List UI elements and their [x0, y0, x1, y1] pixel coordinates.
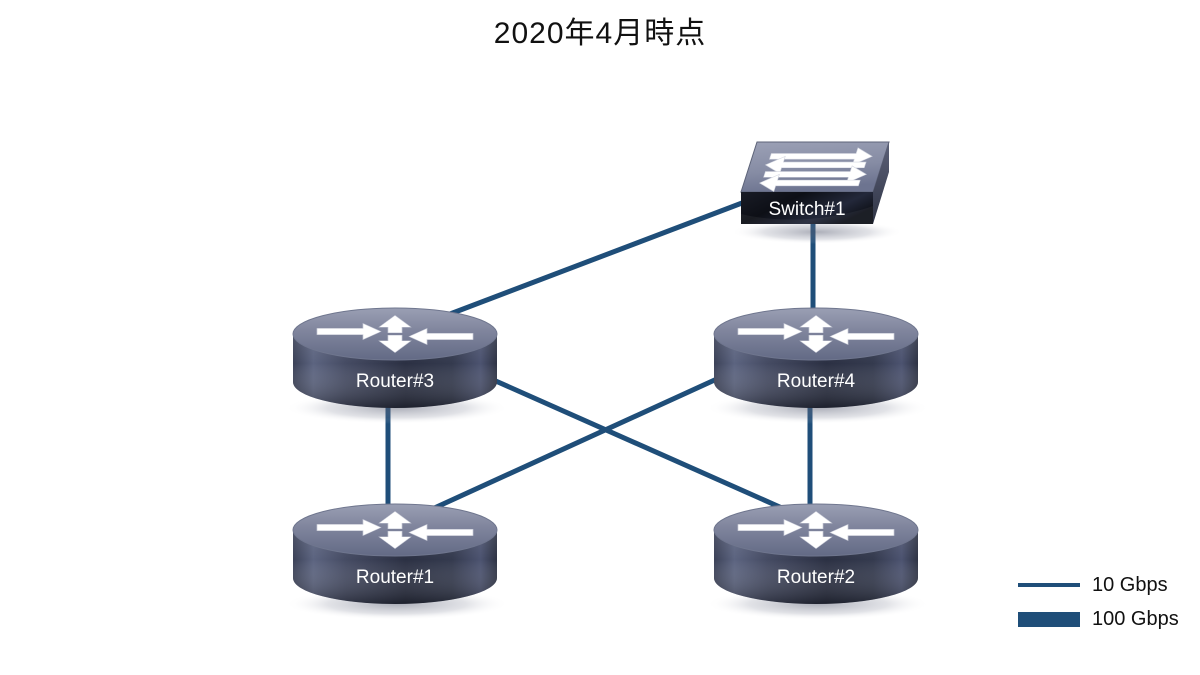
- link-router4-router1: [428, 375, 721, 513]
- legend-swatch-wrap: [1018, 583, 1084, 587]
- node-switch1[interactable]: Switch#1: [731, 141, 903, 244]
- router3-top-face: [292, 307, 498, 361]
- link-switch1-router3: [449, 200, 743, 317]
- router4-label: Router#4: [777, 371, 856, 392]
- switch1-front-sheen: [741, 206, 873, 224]
- switch1-shadow: [731, 220, 903, 244]
- legend-item-10gbps: 10 Gbps: [1018, 568, 1200, 602]
- switch1-side-face: [873, 142, 889, 224]
- switch1-front-face: [741, 192, 873, 224]
- node-router3[interactable]: Router#3: [285, 307, 509, 424]
- router2-label: Router#2: [777, 567, 855, 588]
- legend-label-10gbps: 10 Gbps: [1092, 573, 1168, 596]
- switch1-label: Switch#1: [768, 199, 845, 220]
- legend: 10 Gbps 100 Gbps: [1018, 568, 1200, 636]
- router4-top-face: [713, 307, 919, 361]
- page-title: 2020年4月時点: [493, 17, 707, 50]
- legend-line-swatch-thick: [1018, 611, 1080, 627]
- link-router3-router2: [487, 375, 784, 511]
- legend-item-100gbps: 100 Gbps: [1018, 602, 1200, 636]
- router1-label: Router#1: [356, 567, 434, 588]
- legend-swatch-wrap: [1018, 611, 1084, 627]
- node-router4[interactable]: Router#4: [706, 307, 930, 424]
- node-router1[interactable]: Router#1: [285, 503, 509, 620]
- router3-label: Router#3: [356, 371, 434, 392]
- legend-label-100gbps: 100 Gbps: [1092, 607, 1179, 630]
- router2-top-face: [713, 503, 919, 557]
- node-router2[interactable]: Router#2: [706, 503, 930, 620]
- router1-top-face: [292, 503, 498, 557]
- legend-line-swatch-thin: [1018, 583, 1080, 587]
